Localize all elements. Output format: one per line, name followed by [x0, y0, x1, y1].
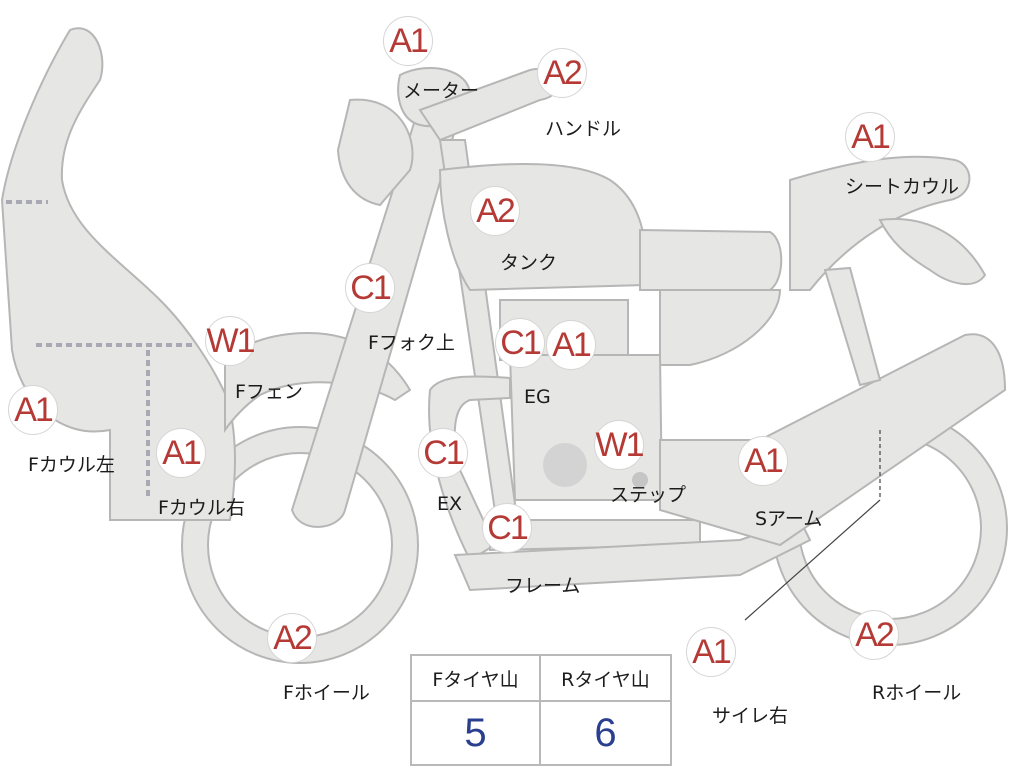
label-handle: ハンドル: [545, 118, 622, 140]
badge-muffler-right: A1: [686, 627, 736, 677]
badge-f-cowl-right: A1: [156, 428, 206, 478]
label-eg: EG: [524, 386, 551, 408]
tire-tread-table: Fタイヤ山 Rタイヤ山 5 6: [410, 654, 672, 766]
label-f-fork-upper: Fフォク上: [368, 332, 455, 354]
label-ex: EX: [437, 493, 463, 515]
badge-step: W1: [594, 420, 645, 470]
badge-f-wheel: A2: [267, 613, 317, 663]
label-tank: タンク: [500, 252, 558, 274]
badge-handle: A2: [537, 48, 587, 98]
label-f-fender: Fフェン: [235, 381, 303, 403]
value-front-tire: 5: [412, 702, 541, 764]
label-r-wheel: Rホイール: [872, 682, 962, 704]
badge-meter: A1: [383, 16, 433, 66]
badge-f-fender: W1: [205, 316, 256, 366]
value-rear-tire: 6: [594, 710, 617, 755]
label-f-cowl-left: Fカウル左: [28, 454, 115, 476]
header-front-tire: Fタイヤ山: [412, 656, 541, 702]
label-frame: フレーム: [505, 575, 581, 597]
badge-eg-c: C1: [495, 318, 545, 368]
badge-s-arm: A1: [738, 436, 788, 486]
badge-f-fork-upper: C1: [345, 263, 395, 313]
label-f-cowl-right: Fカウル右: [158, 497, 245, 519]
badge-tank: A2: [470, 186, 520, 236]
label-seat-cowl: シートカウル: [845, 176, 960, 198]
badge-eg: A1: [546, 320, 596, 370]
badge-ex: C1: [418, 428, 468, 478]
label-meter: メーター: [403, 80, 480, 102]
badge-seat-cowl: A1: [845, 112, 895, 162]
badge-r-wheel: A2: [849, 610, 899, 660]
label-muffler-right: サイレ右: [712, 705, 789, 727]
label-s-arm: Sアーム: [755, 508, 823, 530]
badge-f-cowl-left: A1: [8, 385, 58, 435]
label-f-wheel: Fホイール: [283, 682, 370, 704]
header-rear-tire: Rタイヤ山: [541, 656, 670, 702]
badge-frame: C1: [482, 503, 532, 553]
label-step: ステップ: [610, 484, 687, 506]
